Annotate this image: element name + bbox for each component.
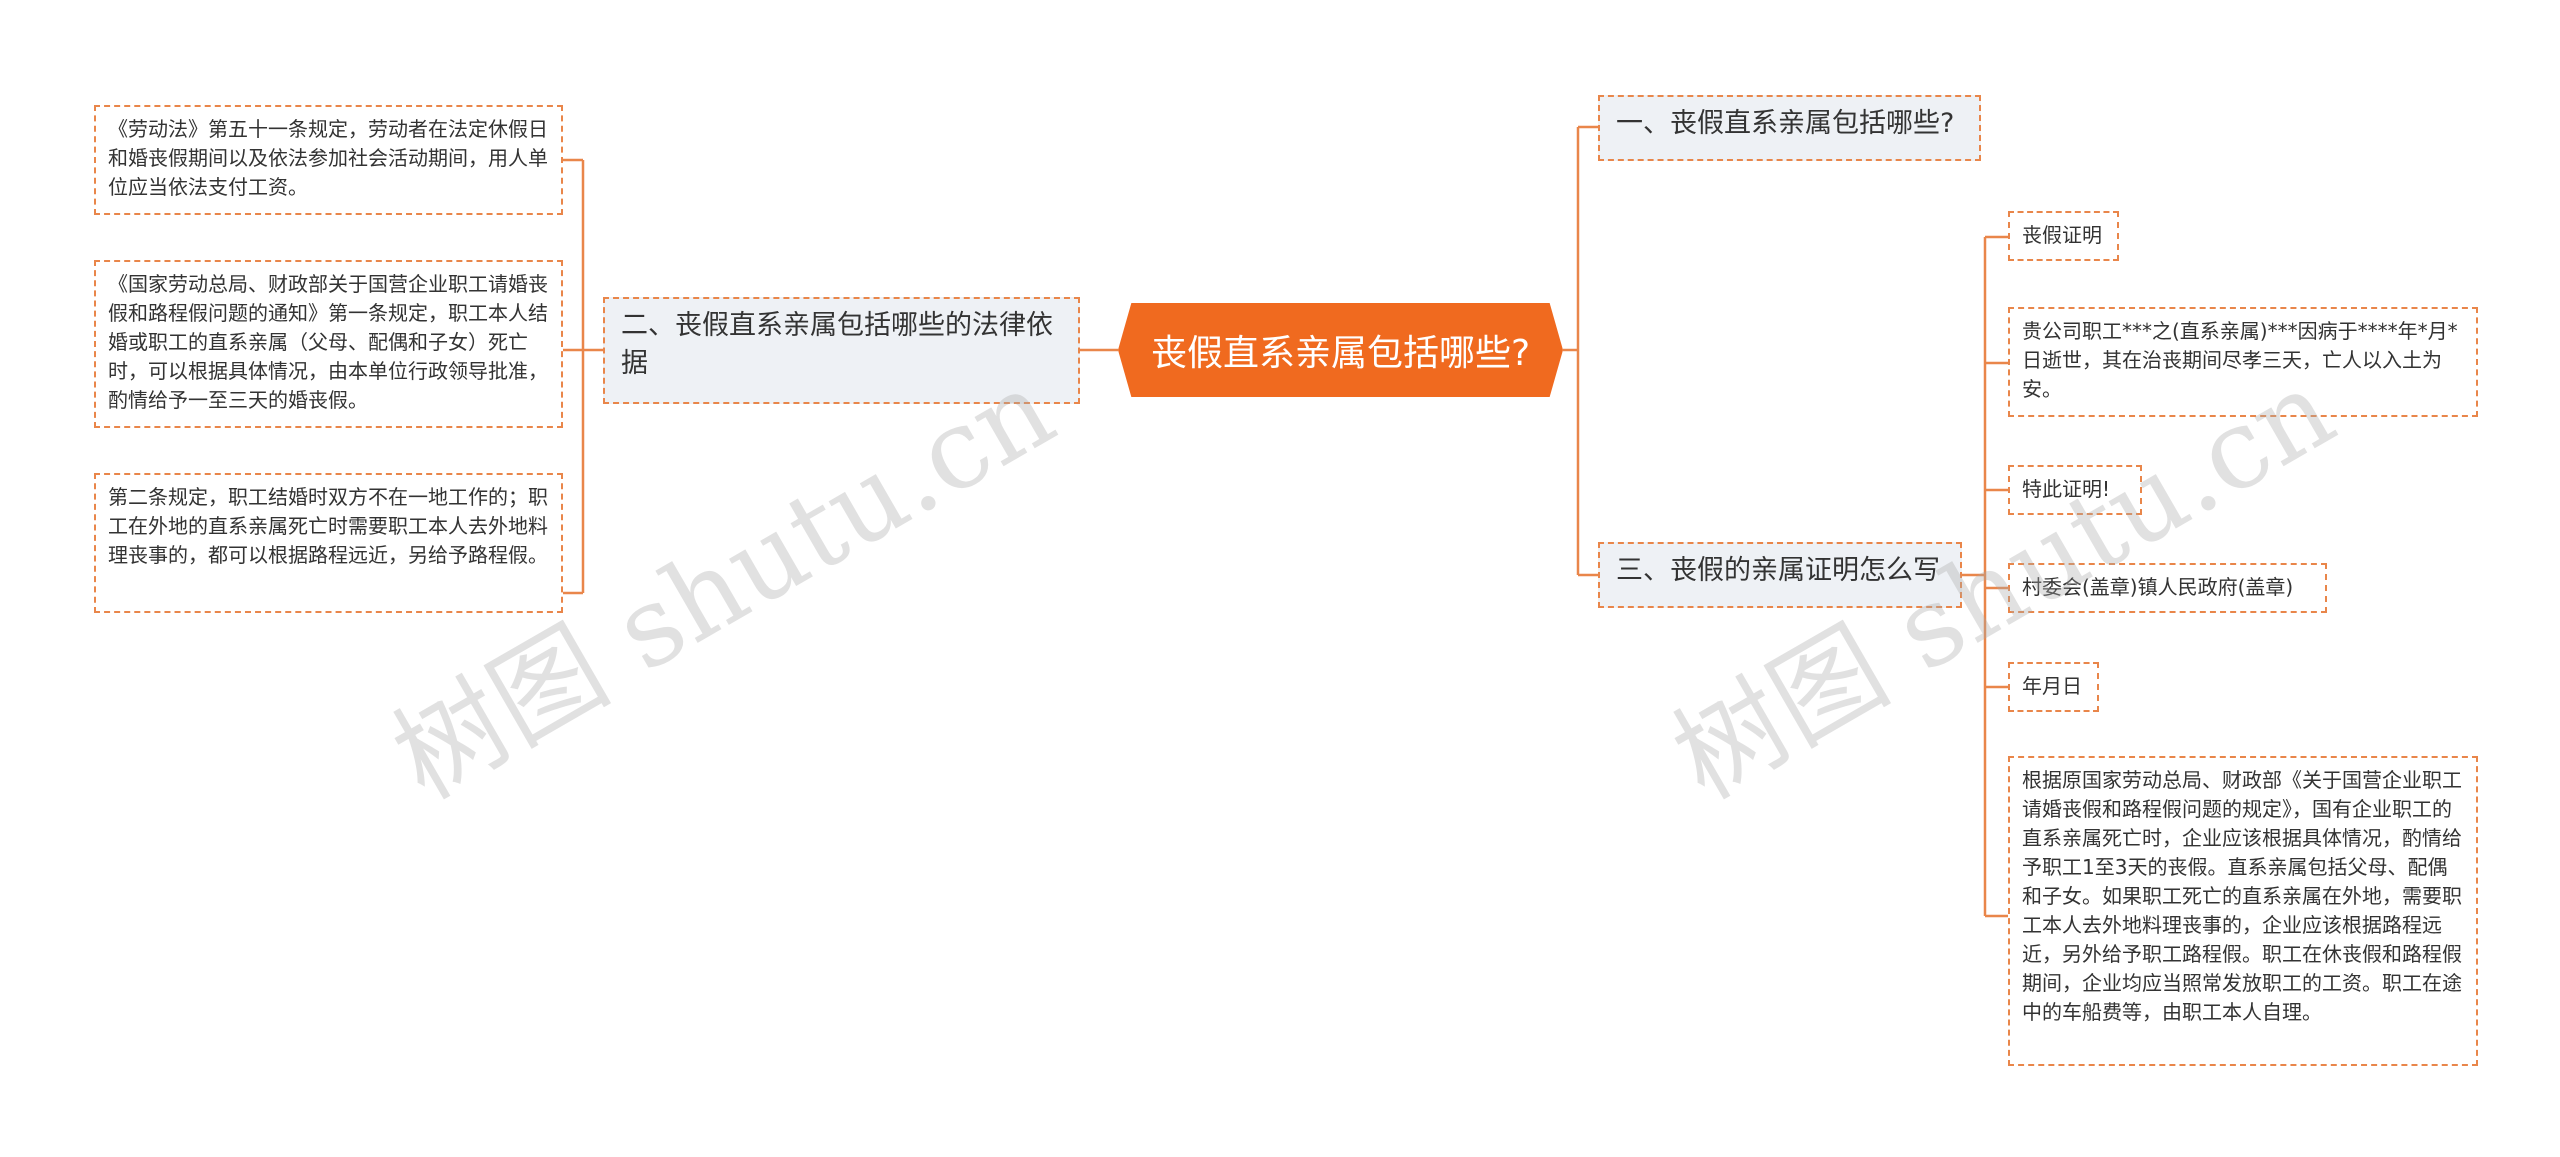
root-topic-label: 丧假直系亲属包括哪些?: [1150, 333, 1531, 374]
leaf-regulation-explanation[interactable]: 根据原国家劳动总局、财政部《关于国营企业职工请婚丧假和路程假问题的规定》，国有企…: [2008, 756, 2478, 1066]
leaf-hereby-certify-text: 特此证明!: [2022, 477, 2111, 501]
leaf-certificate-body[interactable]: 贵公司职工***之(直系亲属)***因病于****年*月*日逝世，其在治丧期间尽…: [2008, 307, 2478, 417]
root-topic[interactable]: 丧假直系亲属包括哪些?: [1118, 303, 1563, 397]
branch-certificate[interactable]: 三、丧假的亲属证明怎么写: [1598, 542, 1962, 608]
leaf-date-text: 年月日: [2022, 674, 2082, 698]
branch-certificate-label: 三、丧假的亲属证明怎么写: [1616, 555, 1940, 586]
leaf-seals[interactable]: 村委会(盖章)镇人民政府(盖章): [2008, 563, 2327, 613]
branch-legal-basis-label: 二、丧假直系亲属包括哪些的法律依据: [621, 310, 1053, 379]
leaf-certificate-title[interactable]: 丧假证明: [2008, 211, 2119, 261]
leaf-notice-article-2-text: 第二条规定，职工结婚时双方不在一地工作的；职工在外地的直系亲属死亡时需要职工本人…: [108, 485, 548, 567]
branch-which-relatives[interactable]: 一、丧假直系亲属包括哪些?: [1598, 95, 1981, 161]
leaf-certificate-body-text: 贵公司职工***之(直系亲属)***因病于****年*月*日逝世，其在治丧期间尽…: [2022, 319, 2458, 401]
leaf-notice-article-2[interactable]: 第二条规定，职工结婚时双方不在一地工作的；职工在外地的直系亲属死亡时需要职工本人…: [94, 473, 563, 613]
leaf-notice-article-1-text: 《国家劳动总局、财政部关于国营企业职工请婚丧假和路程假问题的通知》第一条规定，职…: [108, 272, 548, 412]
branch-legal-basis[interactable]: 二、丧假直系亲属包括哪些的法律依据: [603, 297, 1080, 404]
leaf-notice-article-1[interactable]: 《国家劳动总局、财政部关于国营企业职工请婚丧假和路程假问题的通知》第一条规定，职…: [94, 260, 563, 428]
leaf-seals-text: 村委会(盖章)镇人民政府(盖章): [2022, 575, 2294, 599]
branch-which-relatives-label: 一、丧假直系亲属包括哪些?: [1616, 108, 1955, 139]
leaf-labor-law-51[interactable]: 《劳动法》第五十一条规定，劳动者在法定休假日和婚丧假期间以及依法参加社会活动期间…: [94, 105, 563, 215]
leaf-date[interactable]: 年月日: [2008, 662, 2099, 712]
leaf-labor-law-51-text: 《劳动法》第五十一条规定，劳动者在法定休假日和婚丧假期间以及依法参加社会活动期间…: [108, 117, 548, 199]
leaf-hereby-certify[interactable]: 特此证明!: [2008, 465, 2142, 515]
leaf-certificate-title-text: 丧假证明: [2022, 223, 2102, 247]
leaf-regulation-explanation-text: 根据原国家劳动总局、财政部《关于国营企业职工请婚丧假和路程假问题的规定》，国有企…: [2022, 768, 2462, 1024]
